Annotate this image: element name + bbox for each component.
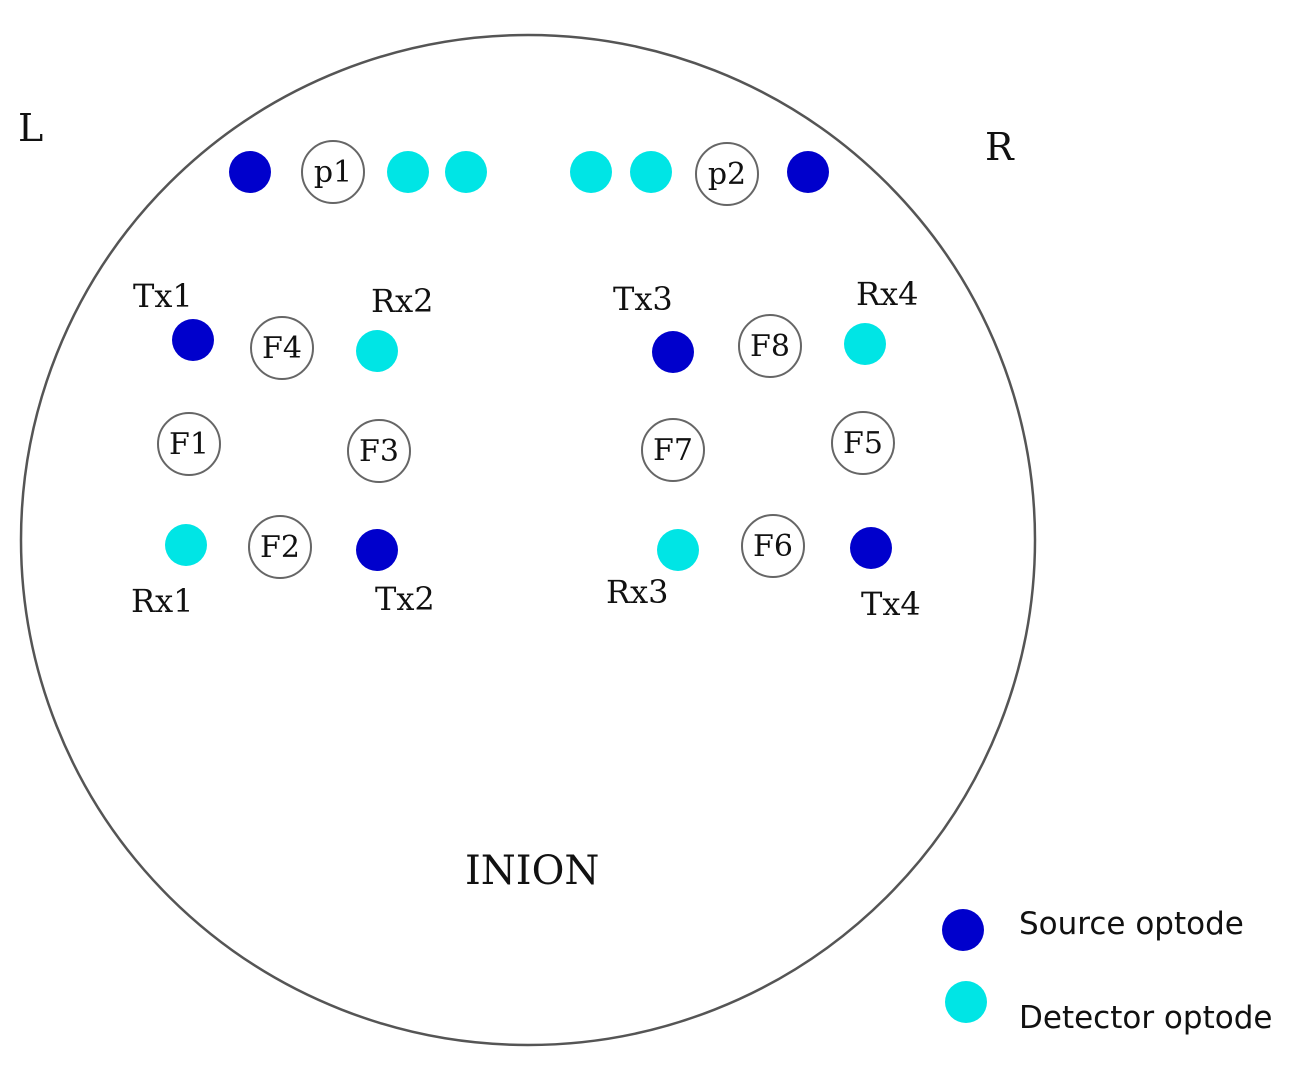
channel-f3-circle <box>347 419 411 483</box>
rx3-label: Rx3 <box>606 573 669 611</box>
channel-f5-label: F5 <box>843 426 883 461</box>
rx4-label: Rx4 <box>856 275 919 313</box>
top-detector-optode-4 <box>630 151 672 193</box>
top-channel-p1-circle <box>301 140 365 204</box>
top-channel-p2-label: p2 <box>708 157 746 192</box>
legend-detector-swatch <box>945 981 987 1023</box>
channel-f1-circle <box>157 412 221 476</box>
right-side-label: R <box>985 125 1015 169</box>
tx2-source-optode <box>356 529 398 571</box>
tx4-source-optode <box>850 527 892 569</box>
channel-f4-label: F4 <box>262 331 302 366</box>
top-detector-optode-3 <box>570 151 612 193</box>
inion-label: INION <box>465 848 599 894</box>
head-outline <box>19 33 1037 1047</box>
channel-f8-circle <box>738 314 802 378</box>
channel-f1-label: F1 <box>169 427 209 462</box>
tx3-source-optode <box>652 331 694 373</box>
tx1-label: Tx1 <box>133 277 193 315</box>
channel-f7-label: F7 <box>653 433 693 468</box>
top-detector-optode-1 <box>387 151 429 193</box>
top-channel-p1-label: p1 <box>314 155 352 190</box>
rx4-detector-optode <box>844 323 886 365</box>
legend-source-swatch <box>942 909 984 951</box>
tx1-source-optode <box>172 319 214 361</box>
rx2-detector-optode <box>356 330 398 372</box>
tx3-label: Tx3 <box>613 280 673 318</box>
legend: Source optode Detector optode <box>942 906 1272 1036</box>
channel-f8-label: F8 <box>750 329 790 364</box>
top-channel-p2-circle <box>695 142 759 206</box>
left-side-label: L <box>18 106 43 150</box>
channel-f6-circle <box>741 514 805 578</box>
channel-f2-label: F2 <box>260 530 300 565</box>
rx1-label: Rx1 <box>131 582 194 620</box>
channel-f4-circle <box>250 316 314 380</box>
rx1-detector-optode <box>165 524 207 566</box>
legend-source-label: Source optode <box>1019 906 1244 942</box>
tx2-label: Tx2 <box>375 580 435 618</box>
channel-f7-circle <box>641 418 705 482</box>
top-detector-optode-2 <box>445 151 487 193</box>
channel-f2-circle <box>248 515 312 579</box>
top-source-optode-left <box>229 151 271 193</box>
tx4-label: Tx4 <box>861 585 921 623</box>
channel-f3-label: F3 <box>359 434 399 469</box>
legend-detector-label: Detector optode <box>1019 1000 1272 1036</box>
channel-f6-label: F6 <box>753 529 793 564</box>
rx2-label: Rx2 <box>371 282 434 320</box>
top-source-optode-right <box>787 151 829 193</box>
rx3-detector-optode <box>657 529 699 571</box>
channel-f5-circle <box>831 411 895 475</box>
